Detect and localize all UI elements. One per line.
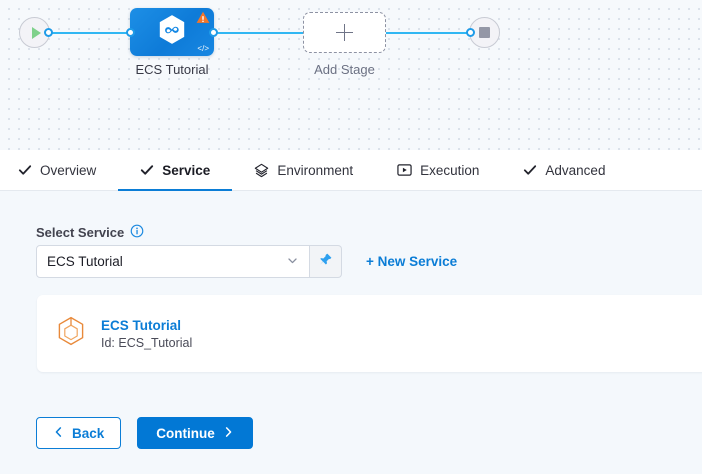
- tab-service[interactable]: Service: [118, 150, 233, 192]
- plus-icon-vertical: [343, 24, 346, 41]
- check-icon: [18, 163, 32, 177]
- pin-icon: [318, 252, 333, 272]
- add-stage-label: Add Stage: [314, 62, 375, 77]
- add-stage-button[interactable]: [303, 12, 386, 53]
- tab-advanced[interactable]: Advanced: [501, 150, 627, 191]
- service-card-text: ECS Tutorial Id: ECS_Tutorial: [101, 318, 192, 350]
- connector-line-start-to-stage: [44, 32, 130, 34]
- pin-service-button[interactable]: [310, 245, 342, 278]
- service-card[interactable]: ECS Tutorial Id: ECS_Tutorial: [37, 295, 702, 372]
- tab-overview[interactable]: Overview: [0, 150, 118, 191]
- service-card-name[interactable]: ECS Tutorial: [101, 317, 182, 333]
- check-icon: [140, 163, 154, 177]
- code-brackets-icon: </>: [197, 44, 209, 53]
- info-icon[interactable]: [130, 224, 144, 241]
- select-service-label-group: Select Service: [36, 224, 144, 241]
- tab-advanced-label: Advanced: [545, 162, 606, 178]
- play-icon: [31, 26, 41, 39]
- connector-line-stage-to-add: [213, 32, 303, 34]
- footer-button-row: Back Continue: [36, 417, 253, 449]
- tab-service-label: Service: [162, 162, 211, 178]
- hexagon-cube-icon: [57, 316, 85, 351]
- stage-node-ecs-tutorial[interactable]: </>: [130, 8, 214, 56]
- connector-dot-stage-out[interactable]: [209, 28, 218, 37]
- tab-environment-label: Environment: [277, 162, 354, 178]
- chevron-right-icon: [223, 426, 234, 441]
- hexagon-infinity-icon: [157, 14, 187, 51]
- connector-line-add-to-end: [386, 32, 475, 34]
- stage-config-tabbar: Overview Service Environment: [0, 150, 702, 192]
- play-box-icon: [397, 163, 412, 177]
- pipeline-canvas[interactable]: </> ECS Tutorial Add Stage: [0, 0, 702, 150]
- continue-button[interactable]: Continue: [137, 417, 253, 449]
- chevron-left-icon: [53, 426, 64, 441]
- tab-overview-label: Overview: [40, 162, 97, 178]
- check-icon: [523, 163, 537, 177]
- select-service-row: ECS Tutorial + New Service: [36, 245, 457, 278]
- select-service-label: Select Service: [36, 225, 125, 240]
- tab-execution-label: Execution: [420, 162, 480, 178]
- chevron-down-icon: [286, 254, 299, 270]
- tab-environment[interactable]: Environment: [232, 150, 375, 191]
- stop-square-icon: [479, 27, 490, 38]
- new-service-link[interactable]: + New Service: [366, 254, 458, 269]
- back-button[interactable]: Back: [36, 417, 122, 449]
- service-select-value: ECS Tutorial: [47, 254, 123, 269]
- connector-dot-start[interactable]: [44, 28, 53, 37]
- connector-dot-stage-in[interactable]: [126, 28, 135, 37]
- service-card-id: Id: ECS_Tutorial: [101, 335, 193, 350]
- service-select-dropdown[interactable]: ECS Tutorial: [36, 245, 310, 278]
- stage-node-label: ECS Tutorial: [135, 62, 209, 77]
- warning-triangle-icon: [196, 11, 210, 29]
- connector-dot-end[interactable]: [466, 28, 475, 37]
- layers-icon: [254, 163, 269, 178]
- back-button-label: Back: [72, 425, 105, 441]
- tab-execution[interactable]: Execution: [375, 150, 501, 191]
- continue-button-label: Continue: [156, 425, 215, 441]
